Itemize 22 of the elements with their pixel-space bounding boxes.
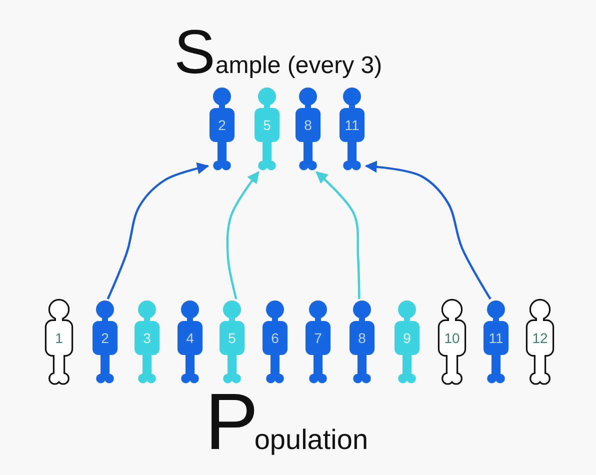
figure-number: 12 [531,330,549,346]
figure-number: 7 [313,330,323,346]
arrow [316,171,360,300]
group-label: Population [205,382,368,462]
figure-number: 5 [262,117,272,133]
figure-number: 9 [402,330,412,346]
arrow [364,160,492,300]
figure-number: 6 [270,330,280,346]
arrow [106,162,210,300]
figure-number: 8 [303,117,313,133]
figure-number: 10 [443,330,461,346]
figure-number: 3 [142,330,152,346]
figure-number: 8 [357,330,367,346]
figure-number: 2 [217,117,227,133]
figure-number: 5 [227,330,237,346]
diagram-title: Sample (every 3) [174,22,382,84]
figure-number: 2 [100,330,110,346]
figure-number: 11 [344,117,360,133]
arrow [226,171,260,300]
figure-number: 11 [488,330,504,346]
figure-number: 1 [54,330,64,346]
figure-number: 4 [185,330,195,346]
